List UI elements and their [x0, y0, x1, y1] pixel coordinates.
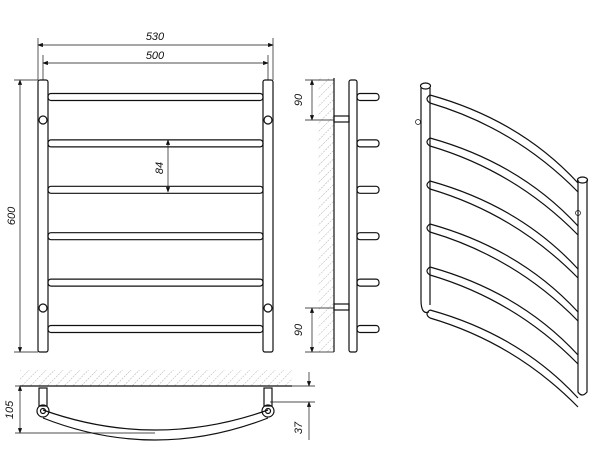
dim-wall-offset: 37 [293, 421, 305, 434]
front-bar [47, 324, 264, 334]
dim-height: 600 [6, 206, 18, 225]
perspective-view [415, 82, 589, 408]
perspective-bar-end [426, 266, 431, 276]
front-bar [47, 92, 264, 102]
side-bar [356, 185, 380, 194]
front-bar [47, 139, 264, 148]
side-view: 90 90 [293, 78, 380, 353]
side-bar [356, 139, 380, 148]
perspective-bar-edge [429, 145, 579, 236]
perspective-bar-edge [429, 274, 579, 365]
wall-hatch [318, 78, 334, 352]
perspective-bar-end [426, 180, 431, 190]
perspective-bar [429, 266, 579, 356]
right-bottom-bracket [263, 303, 273, 313]
top-view: 105 37 [4, 370, 315, 441]
side-bar [356, 232, 380, 241]
side-bar [356, 278, 380, 287]
wall-hatch-top [20, 370, 292, 386]
front-view: 530 500 600 84 [6, 31, 274, 353]
perspective-bar [429, 180, 579, 270]
dim-overall-width: 530 [146, 31, 165, 43]
perspective-bar-edge [429, 317, 579, 408]
side-bar [356, 92, 380, 102]
front-bar [47, 278, 264, 287]
dim-center-width: 500 [146, 50, 165, 62]
perspective-bar [429, 94, 579, 184]
left-bottom-bracket [38, 303, 48, 313]
perspective-bar [429, 137, 579, 227]
side-rail [348, 79, 358, 353]
side-bar [356, 324, 380, 334]
front-bar [47, 185, 264, 194]
dim-bottom-offset: 90 [293, 323, 305, 336]
perspective-bar [429, 309, 579, 399]
perspective-bar-edge [429, 188, 579, 279]
perspective-bar-edge [429, 231, 579, 322]
perspective-bar-edge [429, 102, 579, 193]
perspective-bar-end [426, 94, 431, 104]
front-bar [47, 232, 264, 241]
perspective-bar-end [426, 137, 431, 147]
dim-depth: 105 [4, 400, 16, 419]
right-top-bracket [263, 115, 273, 125]
dim-top-offset: 90 [293, 93, 305, 106]
perspective-bar-end [426, 223, 431, 233]
perspective-bar-end [426, 309, 431, 319]
left-top-bracket [38, 115, 48, 125]
perspective-bar [429, 223, 579, 313]
dim-bar-spacing: 84 [154, 162, 166, 174]
